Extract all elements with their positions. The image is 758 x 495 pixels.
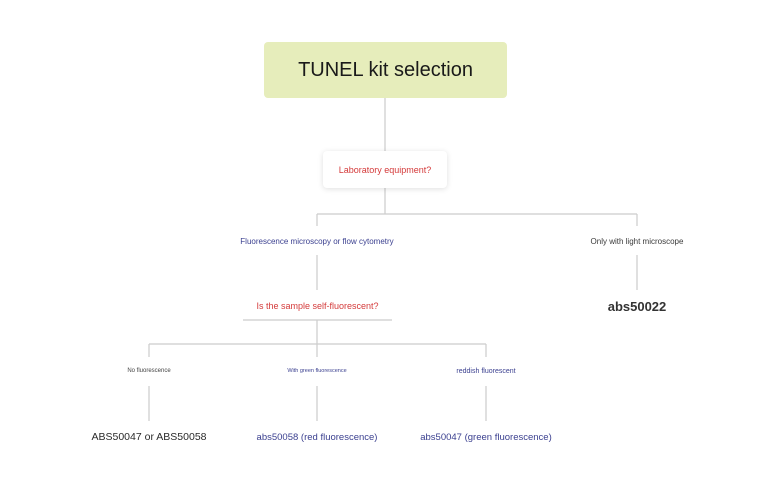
question-self-fluorescent-node[interactable]: Is the sample self-fluorescent?	[256, 301, 379, 311]
option-green-fluorescence-node[interactable]: With green fluorescence	[287, 368, 347, 374]
result-red-fluorescence-node[interactable]: abs50047 (green fluorescence)	[420, 431, 552, 443]
option-reddish-fluorescent-node[interactable]: reddish fluorescent	[456, 367, 516, 375]
result-no-fluorescence-node[interactable]: ABS50047 or ABS50058	[91, 431, 207, 443]
result-light-node[interactable]: abs50022	[607, 298, 667, 314]
result-green-fluorescence-node[interactable]: abs50058 (red fluorescence)	[256, 431, 378, 443]
root-node[interactable]: TUNEL kit selection	[264, 42, 507, 98]
branch-fluorescence-node[interactable]: Fluorescence microscopy or flow cytometr…	[240, 236, 394, 246]
option-no-fluorescence-node[interactable]: No fluorescence	[127, 368, 171, 374]
branch-light-microscope-node[interactable]: Only with light microscope	[590, 236, 684, 246]
question-lab-equipment-node[interactable]: Laboratory equipment?	[323, 151, 447, 188]
